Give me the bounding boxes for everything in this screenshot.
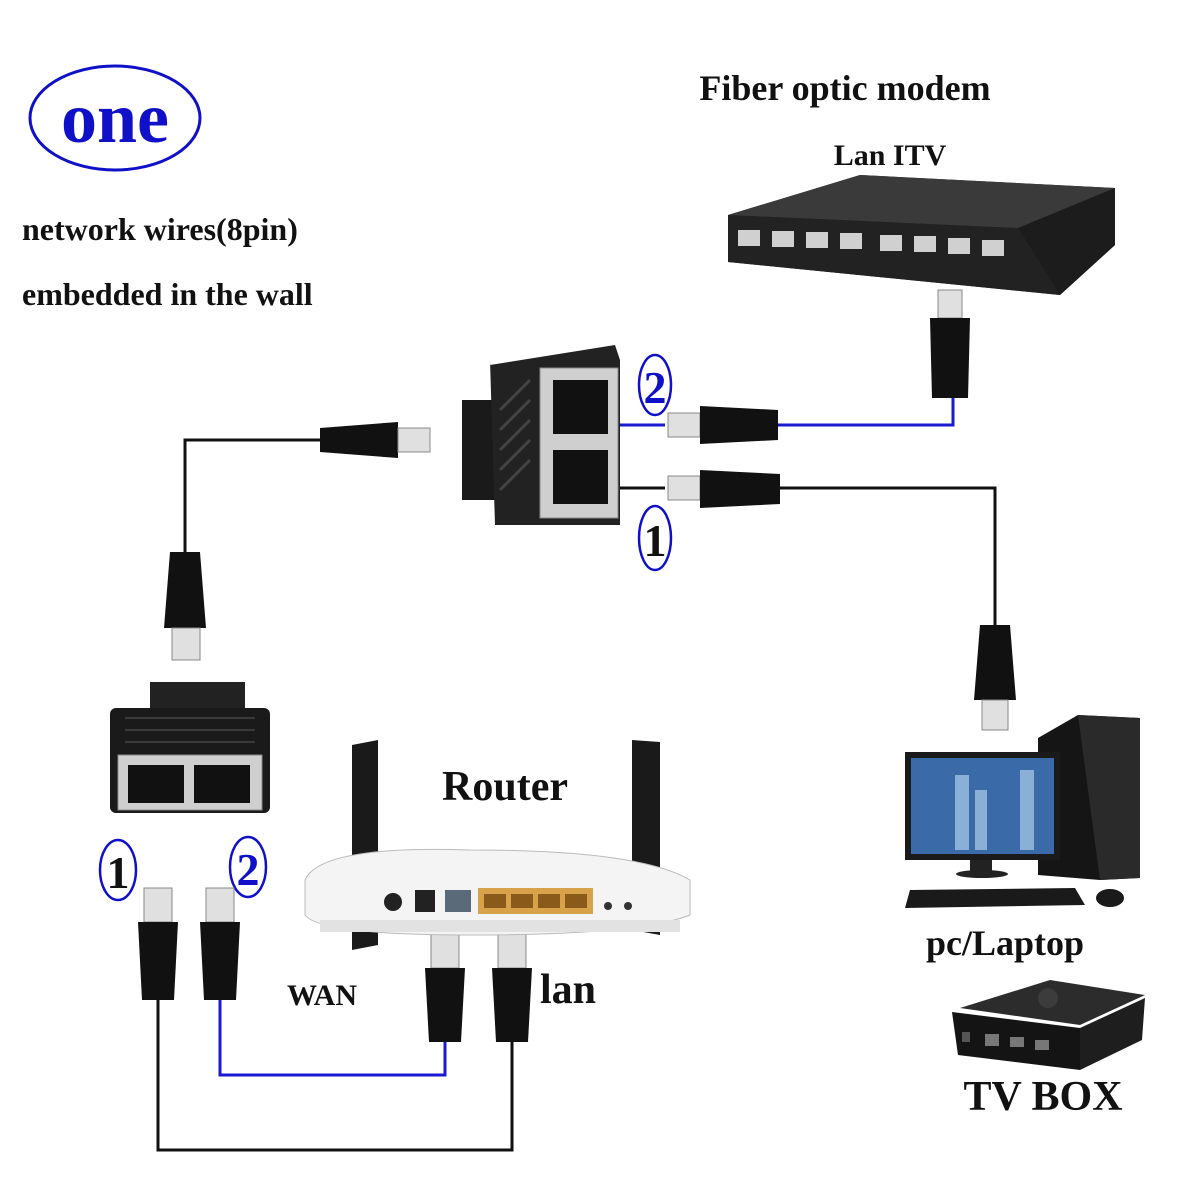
svg-text:1: 1 [644,515,667,566]
wan-label: WAN [287,979,357,1012]
modem-subtitle: Lan ITV [834,139,947,172]
logo: one [28,64,202,172]
cable-port1-to-lan [156,1000,514,1152]
router-label: Router [442,764,568,810]
svg-text:1: 1 [107,847,130,898]
rj45-plug-icon [200,887,240,1000]
lan-label: lan [540,967,596,1013]
marker-bottom-port2: 2 [228,835,268,899]
rj45-plug-icon [974,625,1016,731]
wall-label-line2: embedded in the wall [22,276,313,312]
rj45-plug-icon [492,933,532,1042]
cable-port2-to-wan [218,1000,447,1077]
cable-port1-to-pc [780,486,997,625]
rj45-plug-icon [425,933,465,1042]
wall-cable [183,438,325,555]
svg-text:2: 2 [237,844,260,895]
network-switch-icon [728,175,1115,295]
tv-box-icon [952,980,1145,1070]
rj45-plug-icon [667,406,778,444]
tvbox-label: TV BOX [963,1074,1122,1120]
rj45-plug-icon [667,470,780,508]
rj45-splitter-icon [110,682,270,813]
rj45-splitter-icon [462,345,620,525]
marker-top-port2: 2 [637,353,673,417]
logo-text: one [61,78,169,158]
rj45-plug-icon [164,552,206,661]
cable-port2-to-switch-b [778,395,955,427]
cables [156,395,997,1152]
marker-top-port1: 1 [637,504,673,572]
desktop-computer-icon [905,715,1140,908]
rj45-plug-icon [320,422,431,458]
svg-text:2: 2 [644,362,667,413]
wifi-router-icon [304,740,691,950]
wall-label-line1: network wires(8pin) [22,211,298,247]
marker-bottom-port1: 1 [98,838,138,902]
rj45-plug-icon [930,289,970,398]
modem-title: Fiber optic modem [699,68,990,108]
pc-label: pc/Laptop [926,923,1084,963]
rj45-plug-icon [138,887,178,1000]
